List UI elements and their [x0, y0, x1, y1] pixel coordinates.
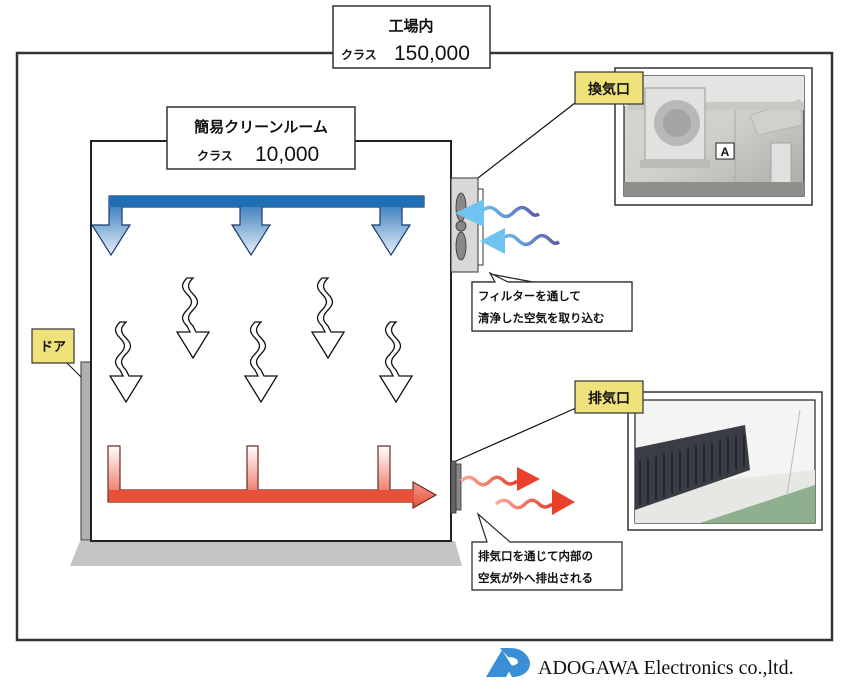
factory-class-value: 150,000	[394, 42, 470, 65]
company-logo: ADOGAWA Electronics co.,ltd.	[486, 648, 794, 679]
intake-callout: フィルターを通して 清浄した空気を取り込む	[471, 271, 633, 332]
svg-text:ドア: ドア	[40, 340, 66, 355]
floor	[70, 541, 462, 566]
exhaust-photo	[627, 391, 823, 531]
intake-airflow	[455, 199, 560, 254]
cleanroom-class-box: 簡易クリーンルーム クラス 10,000	[166, 106, 356, 170]
exhaust-leader-line	[455, 407, 577, 462]
intake-air-arrow	[478, 205, 540, 219]
door	[80, 361, 92, 541]
intake-air-arrow	[498, 233, 560, 247]
exhaust-air-arrowhead	[517, 467, 540, 491]
downflow-arrow	[175, 277, 211, 360]
adogawa-logo-icon	[486, 648, 530, 677]
exhaust-airflow	[459, 467, 575, 515]
intake-callout-line1: フィルターを通して	[478, 289, 581, 303]
cleanroom-class-value: 10,000	[255, 143, 319, 166]
exhaust-label: 排気口	[574, 380, 644, 414]
exhaust-air-arrow	[494, 498, 554, 510]
intake-air-arrowhead	[480, 228, 505, 254]
exhaust-air-arrow	[459, 475, 519, 487]
intake-photo-sign: A	[721, 145, 730, 159]
downflow-arrows	[108, 277, 414, 404]
intake-callout-line2: 清浄した空気を取り込む	[478, 311, 605, 325]
cleanroom-title: 簡易クリーンルーム	[194, 118, 328, 136]
exhaust-vent	[450, 460, 462, 514]
cleanroom-class-prefix: クラス	[197, 149, 233, 163]
downflow-arrow	[243, 321, 279, 404]
exhaust-callout-line1: 排気口を通じて内部の	[478, 549, 593, 563]
svg-text:換気口: 換気口	[588, 81, 630, 98]
intake-air-arrowhead	[455, 199, 484, 227]
intake-label: 換気口	[574, 71, 644, 105]
factory-title: 工場内	[388, 17, 433, 35]
exhaust-callout: 排気口を通じて内部の 空気が外へ排出される	[471, 512, 623, 591]
factory-class-prefix: クラス	[341, 48, 377, 62]
exhaust-callout-line2: 空気が外へ排出される	[478, 571, 593, 585]
intake-leader-line	[477, 102, 576, 179]
intake-photo: A	[614, 67, 813, 206]
supply-air-duct	[90, 195, 425, 257]
company-name: ADOGAWA Electronics co.,ltd.	[538, 657, 794, 679]
exhaust-air-duct	[107, 445, 438, 510]
door-label: ドア	[31, 328, 75, 364]
exhaust-air-arrowhead	[552, 489, 575, 515]
door-leader-line	[65, 361, 82, 378]
intake-fan-unit	[450, 177, 484, 273]
downflow-arrow	[310, 277, 346, 360]
svg-text:排気口: 排気口	[588, 390, 630, 407]
downflow-arrow	[378, 321, 414, 404]
factory-class-box: 工場内 クラス 150,000	[332, 5, 491, 69]
downflow-arrow	[108, 321, 144, 404]
